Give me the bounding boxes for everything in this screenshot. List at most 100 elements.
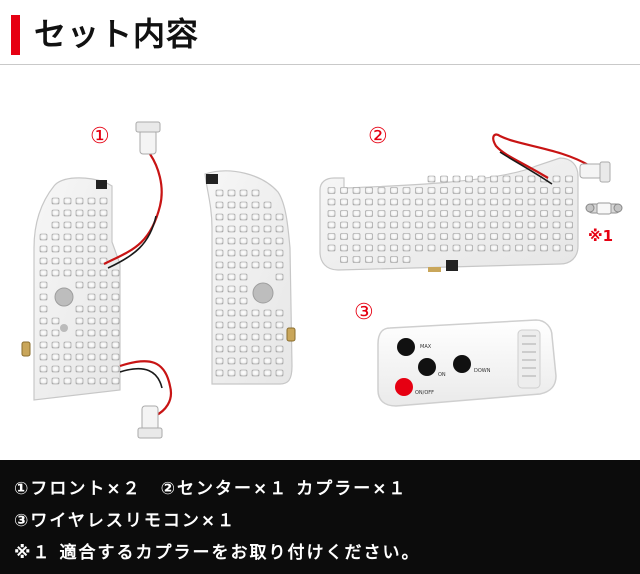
led-chip xyxy=(415,198,423,206)
led-chip xyxy=(477,210,486,217)
led-chip xyxy=(111,281,120,289)
led-chip xyxy=(415,233,423,240)
led-chip xyxy=(51,221,60,229)
led-chip xyxy=(227,345,236,353)
led-chip xyxy=(515,221,523,229)
led-chip xyxy=(87,245,96,253)
header-divider xyxy=(0,64,640,65)
led-chip xyxy=(427,233,436,240)
led-chip xyxy=(440,233,448,240)
led-chip xyxy=(352,210,361,217)
led-chip xyxy=(552,187,561,194)
led-chip xyxy=(377,210,386,217)
led-chip xyxy=(565,210,573,217)
led-chip xyxy=(490,221,498,229)
page-title: セット内容 xyxy=(34,15,200,53)
led-chip xyxy=(402,221,411,229)
led-chip xyxy=(215,249,224,257)
led-chip xyxy=(215,201,224,209)
led-chip xyxy=(390,210,398,217)
led-chip xyxy=(215,309,224,317)
led-chip xyxy=(327,221,336,229)
led-chip xyxy=(263,321,272,329)
led-chip xyxy=(515,244,523,252)
led-chip xyxy=(51,353,60,361)
led-chip xyxy=(215,189,224,197)
led-chip xyxy=(263,201,272,209)
led-chip xyxy=(402,198,411,206)
led-chip xyxy=(427,187,436,194)
led-chip xyxy=(540,233,548,240)
led-chip xyxy=(39,281,48,289)
led-chip xyxy=(39,245,48,253)
led-chip xyxy=(490,175,498,183)
led-chip xyxy=(239,309,248,317)
led-chip xyxy=(51,209,60,217)
led-chip xyxy=(263,213,272,221)
led-chip xyxy=(490,187,498,194)
led-chip xyxy=(390,187,398,194)
front-panel-right xyxy=(204,170,296,385)
led-chip xyxy=(327,233,336,240)
led-chip xyxy=(515,175,523,183)
led-chip xyxy=(275,309,284,317)
led-chip xyxy=(99,377,108,385)
led-chip xyxy=(552,233,561,240)
led-chip xyxy=(415,210,423,217)
led-chip xyxy=(365,256,373,263)
led-chip xyxy=(99,329,108,337)
led-chip xyxy=(111,293,120,301)
led-chip xyxy=(239,189,248,197)
led-chip xyxy=(352,187,361,194)
led-chip xyxy=(340,210,348,217)
led-chip xyxy=(540,198,548,206)
led-chip xyxy=(215,345,224,353)
led-chip xyxy=(111,365,120,373)
led-chip xyxy=(402,210,411,217)
led-chip xyxy=(87,221,96,229)
led-chip xyxy=(215,321,224,329)
led-chip xyxy=(111,317,120,325)
led-chip xyxy=(452,233,461,240)
led-chip xyxy=(75,233,84,241)
led-chip xyxy=(239,321,248,329)
led-chip xyxy=(465,210,473,217)
led-chip xyxy=(227,213,236,221)
led-chip xyxy=(111,353,120,361)
led-chip xyxy=(75,317,84,325)
led-chip xyxy=(327,210,336,217)
led-chip xyxy=(402,233,411,240)
item-label-3: ③ xyxy=(354,300,374,325)
led-chip xyxy=(239,237,248,245)
led-chip xyxy=(111,377,120,385)
led-chip xyxy=(327,198,336,206)
led-chip xyxy=(427,244,436,252)
led-chip xyxy=(263,261,272,269)
led-chip xyxy=(63,341,72,349)
led-chip xyxy=(87,233,96,241)
led-chip xyxy=(452,175,461,183)
led-chip xyxy=(352,221,361,229)
led-chip xyxy=(340,244,348,252)
led-chip xyxy=(87,353,96,361)
led-chip xyxy=(87,209,96,217)
led-chip xyxy=(51,377,60,385)
led-chip xyxy=(275,261,284,269)
led-chip xyxy=(51,341,60,349)
led-chip xyxy=(527,221,536,229)
led-chip xyxy=(465,198,473,206)
led-chip xyxy=(275,345,284,353)
led-chip xyxy=(540,244,548,252)
led-chip xyxy=(239,369,248,377)
led-chip xyxy=(275,237,284,245)
led-chip xyxy=(99,365,108,373)
remote-label: MAX xyxy=(420,344,432,350)
led-chip xyxy=(75,341,84,349)
led-chip xyxy=(39,305,48,313)
led-chip xyxy=(239,297,248,305)
led-chip xyxy=(239,225,248,233)
led-chip xyxy=(227,261,236,269)
led-chip xyxy=(352,256,361,263)
led-chip xyxy=(527,244,536,252)
led-chip xyxy=(540,221,548,229)
